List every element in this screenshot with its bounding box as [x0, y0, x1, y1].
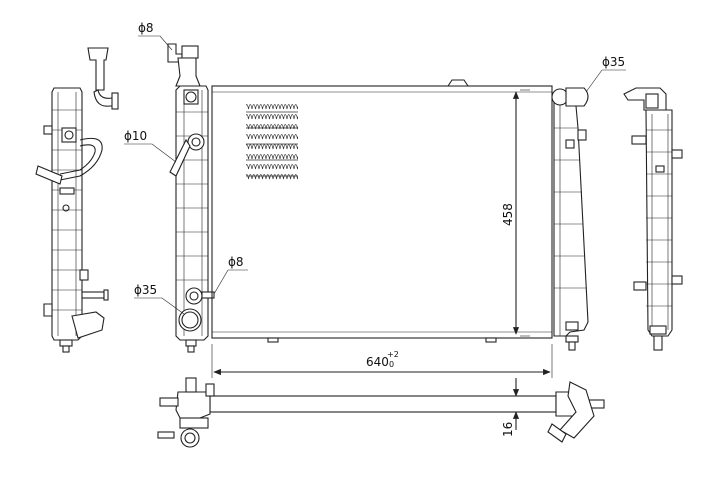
dim-core-width-tol-lower: 0 [389, 360, 394, 369]
callout-pipe: ϕ10 [124, 129, 147, 143]
front-view [167, 43, 589, 353]
callout-upper-outlet: ϕ35 [602, 55, 625, 69]
callout-lower-fitting: ϕ8 [228, 255, 244, 269]
dimension-lines [124, 35, 626, 430]
dim-core-depth: 16 [501, 422, 515, 437]
callout-top-inlet: ϕ8 [138, 21, 154, 35]
dimension-labels: ϕ8 ϕ10 ϕ8 ϕ35 ϕ35 458 640 +2 0 16 [124, 21, 625, 437]
dim-core-height: 458 [501, 203, 515, 226]
bottom-view [157, 377, 605, 448]
dim-core-width: 640 [366, 355, 389, 369]
left-side-view [35, 47, 119, 353]
dim-core-width-tol-upper: +2 [387, 350, 399, 359]
right-side-view [623, 87, 683, 351]
callout-lower-outlet: ϕ35 [134, 283, 157, 297]
